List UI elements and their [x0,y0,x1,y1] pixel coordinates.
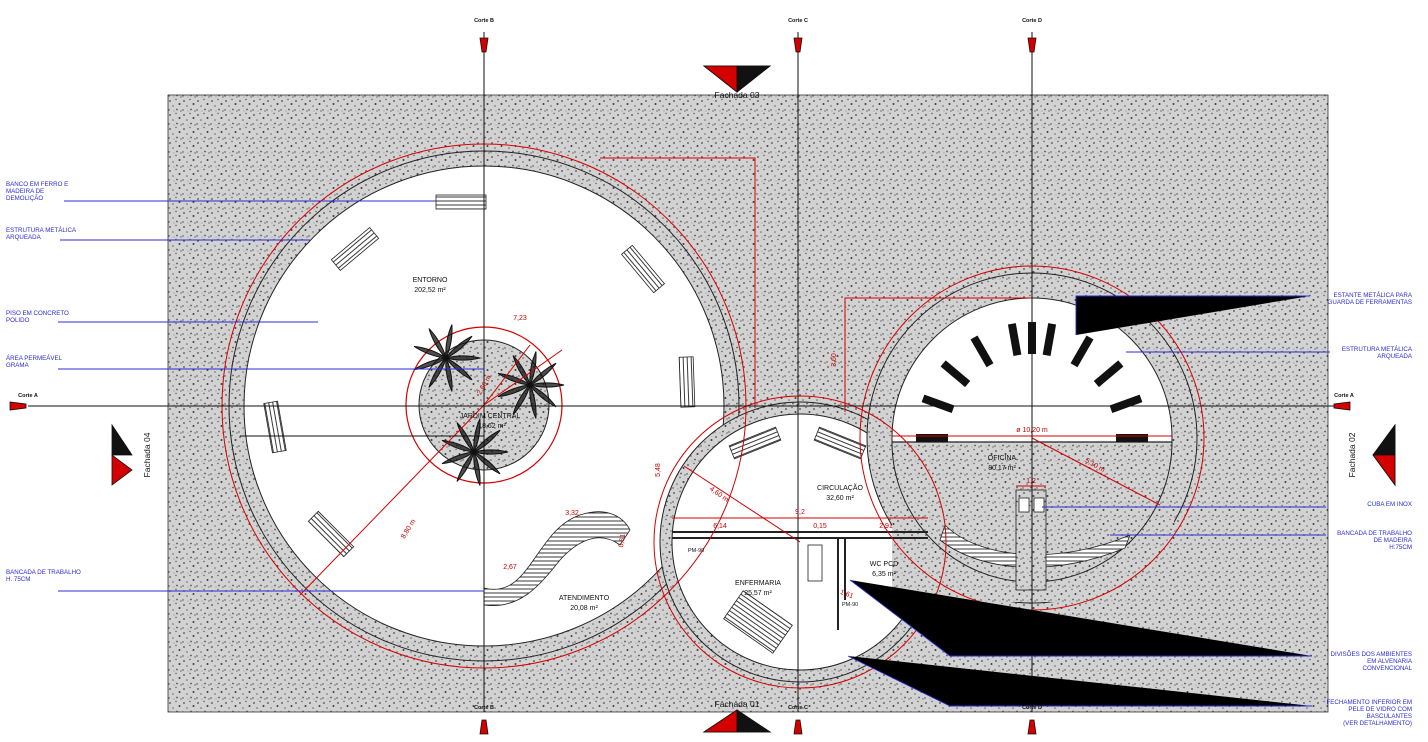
annotation-right-2-line-1: CUBA EM INOX [1367,501,1412,508]
tool-shelf [1116,434,1148,442]
tool-shelf [1109,394,1143,414]
corte-d-top-label: Corte D [1022,18,1042,24]
wc-name: WC PCD [870,561,898,568]
atendimento-area: 20,08 m² [570,605,598,612]
tool-shelf [1093,360,1124,388]
tool-shelf [940,360,971,388]
annotation-right-4-line-2: EM ALVENARIA [1367,658,1413,665]
section-cut-lines [28,32,1336,712]
annotation-left-1-line-2: ARQUEADA [6,234,42,241]
annotation-right-3-line-2: DE MADEIRA [1373,537,1412,544]
oficina-area: 80,17 m² [988,465,1016,472]
annotation-right-1-line-1: ESTRUTURA METÁLICA [1342,346,1413,353]
enfermaria-bed [723,590,793,654]
dimension-d267: 2,67 [503,564,517,571]
annotation-left-0-line-2: MADEIRA DE [6,188,44,195]
palm-tree [497,351,565,419]
annotation-right-5-line-4: (VER DETALHAMENTO) [1343,720,1412,727]
palm-tree [413,324,481,392]
annotation-left-0-line-1: BANCO EM FERRO E [6,181,68,188]
dimension-d061: 0,61 [618,533,627,548]
jardim-name: JARDIM CENTRAL [460,413,521,420]
annotation-right-0-line-1: ESTANTE METÁLICA PARA [1333,292,1412,299]
annotation-left-2-line-1: PISO EM CONCRETO [6,310,69,317]
dimension-d291: 2,91 [879,523,893,530]
blue-leader-lines [58,200,1330,707]
dimension-d12: 1,2 [1026,478,1036,485]
tool-shelf [916,434,948,442]
dimension-d614: 6,14 [713,523,727,530]
tool-shelf [921,394,955,414]
internal-walls [672,531,928,630]
dimension-d1020: ø 10,20 m [1016,427,1048,434]
enfermaria-name: ENFERMARIA [735,580,781,587]
fachada-02-label: Fachada 02 [1347,432,1357,477]
corte-d-bottom-label: Corte D [1022,705,1042,711]
wc-area: 6,35 m² [872,571,896,578]
cut-markers [9,37,1351,735]
jardim-area: 18,62 m² [478,423,506,430]
dimension-d548: 5,48 [655,463,662,477]
cuba-basin-1 [1018,497,1030,513]
tool-shelf [1070,335,1094,368]
annotation-left-3-line-2: GRAMA [6,362,30,369]
dimension-d723: 7,23 [513,315,527,322]
oficina-bench [939,524,1131,568]
enfermaria-area: 25,57 m² [744,590,772,597]
cuba-basin-2 [1033,497,1045,513]
enfermaria-desk [807,544,823,582]
atendimento-name: ATENDIMENTO [559,595,610,602]
dimension-d015: 0,15 [813,523,827,530]
dimension-d92: 9,2 [795,509,805,516]
dimension-d161: 1,61 [839,589,854,600]
corte-b-bottom-label: Corte B [474,705,494,711]
annotation-right-3-line-3: H:75CM [1389,544,1412,551]
annotation-right-0-line-2: GUARDA DE FERRAMENTAS [1328,299,1412,306]
corte-a-right-label: Corte A [1334,393,1354,399]
annotation-left-2-line-2: POLIDO [6,317,30,324]
tool-shelf [1042,323,1057,356]
atendimento-bench [483,511,631,607]
annotation-right-5-line-3: BASCULANTES [1367,713,1412,720]
corte-a-left-label: Corte A [18,393,38,399]
door-tag-1: PM-90 [688,548,704,554]
corte-c-bottom-label: Corte C [788,705,808,711]
annotation-right-3-line-1: BANCADA DE TRABALHO [1337,530,1412,537]
annotation-left-0-line-3: DEMOLIÇÃO [6,195,43,202]
annotation-left-1-line-1: ESTRUTURA METÁLICA [6,227,77,234]
oficina-name: OFICINA [988,455,1017,462]
annotation-right-4-line-3: CONVENCIONAL [1362,665,1412,672]
annotation-right-5-line-1: FECHAMENTO INFERIOR EM [1327,699,1412,706]
corte-c-top-label: Corte C [788,18,808,24]
tool-shelf [970,335,994,368]
corte-b-top-label: Corte B [474,18,494,24]
tool-shelf [1007,323,1022,356]
annotation-left-4-line-1: BANCADA DE TRABALHO [6,569,81,576]
circulacao-area: 32,60 m² [826,495,854,502]
entorno-benches [263,194,867,558]
annotation-right-5-line-2: PELE DE VIDRO COM [1348,706,1412,713]
oficina-shelves [916,322,1148,442]
fachada-03-label: Fachada 03 [715,90,760,100]
annotation-right-1-line-2: ARQUEADA [1377,353,1413,360]
entorno-area: 202,52 m² [414,287,446,294]
fachada-01-label: Fachada 01 [715,699,760,709]
annotation-left-3-line-1: ÁREA PERMEÁVEL [6,355,63,362]
entorno-name: ENTORNO [413,277,448,284]
annotation-right-4-line-1: DIVISÕES DOS AMBIENTES [1331,651,1413,658]
red-dimension-lines [221,143,1205,689]
dimension-d360: 3,60 [831,353,838,367]
dimension-d332: 3,32 [565,510,579,517]
fachada-04-label: Fachada 04 [142,432,152,477]
circulacao-name: CIRCULAÇÃO [817,483,863,492]
door-tag-2: PM-90 [842,602,858,608]
facade-markers [111,65,1396,733]
annotation-left-4-line-2: H. 75CM [6,576,30,583]
